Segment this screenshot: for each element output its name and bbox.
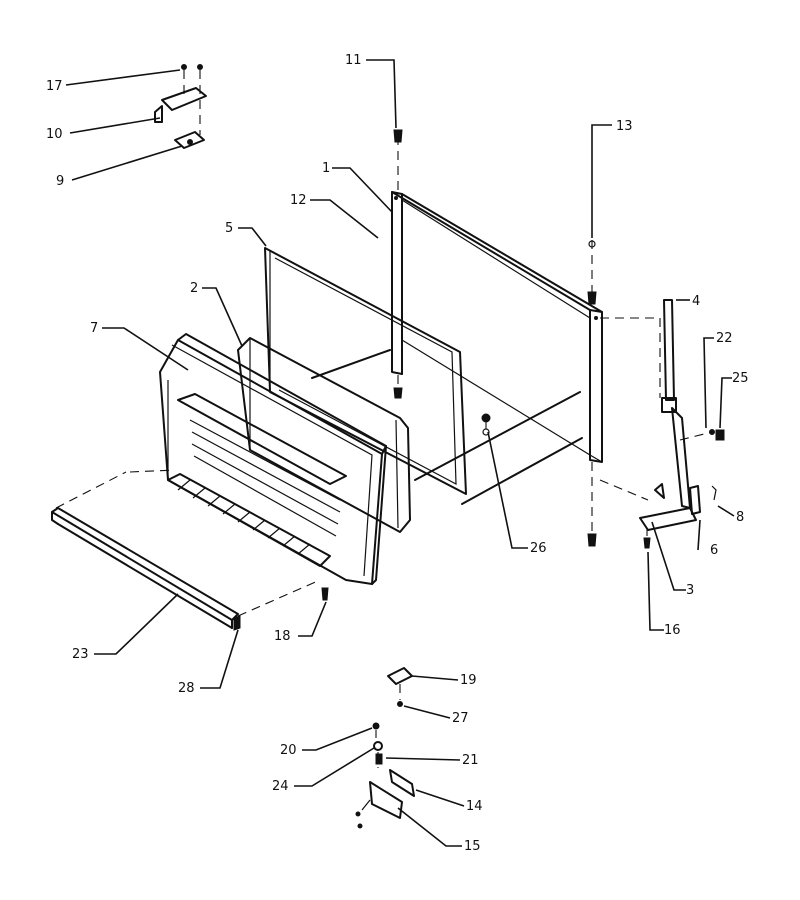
label-24: 24 bbox=[272, 779, 289, 794]
label-27: 27 bbox=[452, 711, 469, 726]
bottom-hinge-assembly bbox=[355, 667, 415, 829]
part-21 bbox=[375, 753, 383, 765]
inner-panel bbox=[237, 337, 411, 533]
label-26: 26 bbox=[530, 541, 547, 556]
label-5: 5 bbox=[225, 221, 233, 236]
hinge-screw bbox=[197, 64, 203, 70]
frame-top-rail bbox=[391, 191, 603, 313]
liner-grid bbox=[177, 479, 311, 555]
part-24 bbox=[373, 741, 383, 751]
part-27 bbox=[397, 701, 403, 707]
label-8: 8 bbox=[736, 510, 744, 525]
label-21: 21 bbox=[462, 753, 479, 768]
part-14 bbox=[389, 769, 415, 797]
label-10: 10 bbox=[46, 127, 63, 142]
label-20: 20 bbox=[280, 743, 297, 758]
screw-11 bbox=[393, 129, 403, 143]
hinge-pin bbox=[154, 105, 163, 123]
end-cap-28 bbox=[233, 615, 241, 631]
label-9: 9 bbox=[56, 174, 64, 189]
top-hinge-assembly bbox=[154, 64, 207, 149]
label-2: 2 bbox=[190, 281, 198, 296]
label-15: 15 bbox=[464, 839, 481, 854]
part-19 bbox=[387, 667, 413, 685]
label-22: 22 bbox=[716, 331, 733, 346]
shelf-bar bbox=[51, 507, 239, 629]
label-14: 14 bbox=[466, 799, 483, 814]
label-4: 4 bbox=[692, 294, 700, 309]
door-frame bbox=[311, 191, 603, 505]
label-23: 23 bbox=[72, 647, 89, 662]
label-19: 19 bbox=[460, 673, 477, 688]
label-17: 17 bbox=[46, 79, 63, 94]
label-13: 13 bbox=[616, 119, 633, 134]
right-hinge-assembly bbox=[639, 299, 725, 531]
screw-18 bbox=[321, 587, 329, 601]
label-25: 25 bbox=[732, 371, 749, 386]
leader-lines bbox=[65, 59, 735, 847]
top-hinge-plate bbox=[161, 87, 207, 111]
hinge-screw bbox=[181, 64, 187, 70]
part-15 bbox=[369, 781, 403, 819]
label-6: 6 bbox=[710, 543, 718, 558]
door-liner bbox=[159, 333, 387, 585]
label-7: 7 bbox=[90, 321, 98, 336]
label-11: 11 bbox=[345, 53, 362, 68]
hinge-bracket bbox=[174, 131, 205, 149]
label-3: 3 bbox=[686, 583, 694, 598]
gasket-frame bbox=[264, 247, 467, 495]
label-1: 1 bbox=[322, 161, 330, 176]
label-12: 12 bbox=[290, 193, 307, 208]
screw-13 bbox=[587, 291, 597, 305]
part-labels: 17 10 9 11 1 12 5 2 7 13 4 22 25 8 6 3 1… bbox=[46, 53, 749, 854]
label-28: 28 bbox=[178, 681, 195, 696]
part-20 bbox=[372, 722, 380, 730]
label-16: 16 bbox=[664, 623, 681, 638]
label-18: 18 bbox=[274, 629, 291, 644]
